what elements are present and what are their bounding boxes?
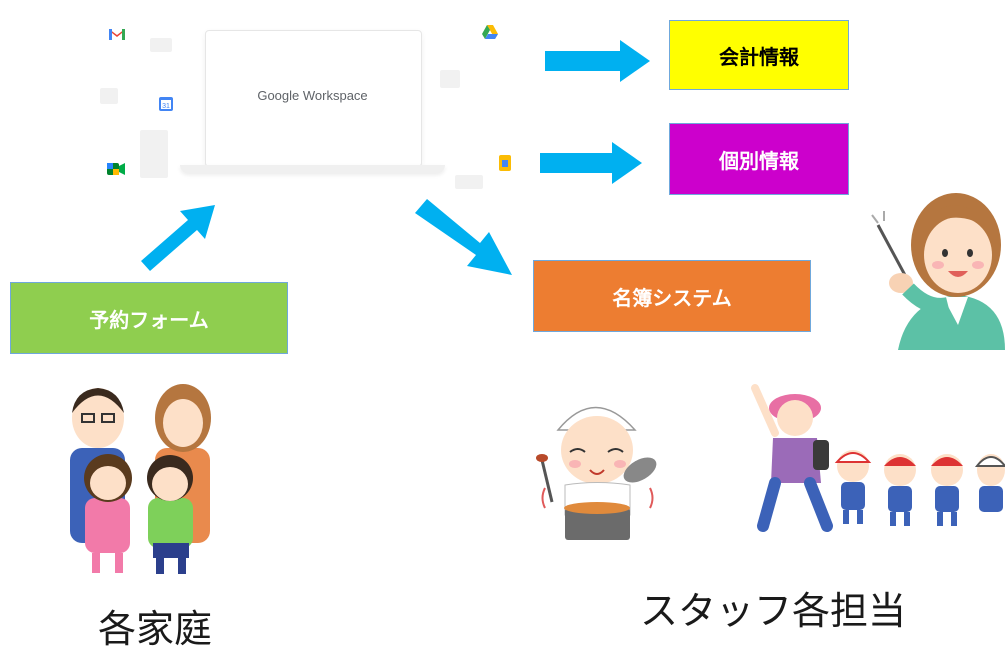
- reservation-form-box: 予約フォーム: [10, 282, 288, 354]
- faint-doc-shape: [150, 38, 172, 52]
- roster-system-box: 名簿システム: [533, 260, 811, 332]
- individual-info-label: 個別情報: [719, 148, 799, 173]
- reservation-form-label: 予約フォーム: [89, 307, 209, 332]
- faint-doc-shape: [100, 88, 118, 104]
- drive-icon: [482, 25, 498, 39]
- families-caption: 各家庭: [98, 607, 213, 651]
- arrow-to-roster: [415, 199, 512, 275]
- laptop-screen: [205, 30, 422, 167]
- individual-info-box: 個別情報: [669, 123, 849, 195]
- arrow-from-reservation: [141, 205, 215, 271]
- faint-doc-shape: [455, 175, 483, 189]
- google-workspace-logo: Google Workspace: [205, 88, 420, 103]
- staff-caption: スタッフ各担当: [640, 589, 907, 633]
- svg-text:31: 31: [162, 103, 170, 110]
- roster-system-label: 名簿システム: [612, 285, 732, 310]
- arrow-to-individual: [540, 142, 642, 184]
- arrow-to-accounting: [545, 40, 650, 82]
- teacher-illustration: [871, 193, 1005, 350]
- faint-doc-shape: [440, 70, 460, 88]
- meet-icon: [107, 163, 125, 175]
- accounting-info-box: 会計情報: [669, 20, 849, 90]
- logo-google-text: Google: [257, 88, 300, 103]
- calendar-icon: 31: [159, 97, 173, 111]
- family-illustration: [70, 384, 211, 574]
- cook-illustration: [536, 406, 657, 540]
- gmail-icon: [109, 29, 125, 40]
- keep-icon: [499, 155, 511, 171]
- accounting-info-label: 会計情報: [719, 44, 799, 69]
- faint-doc-shape: [140, 130, 168, 178]
- hiking-illustration: [751, 384, 1005, 532]
- logo-product-text: Workspace: [302, 88, 368, 103]
- laptop-base: [180, 165, 445, 173]
